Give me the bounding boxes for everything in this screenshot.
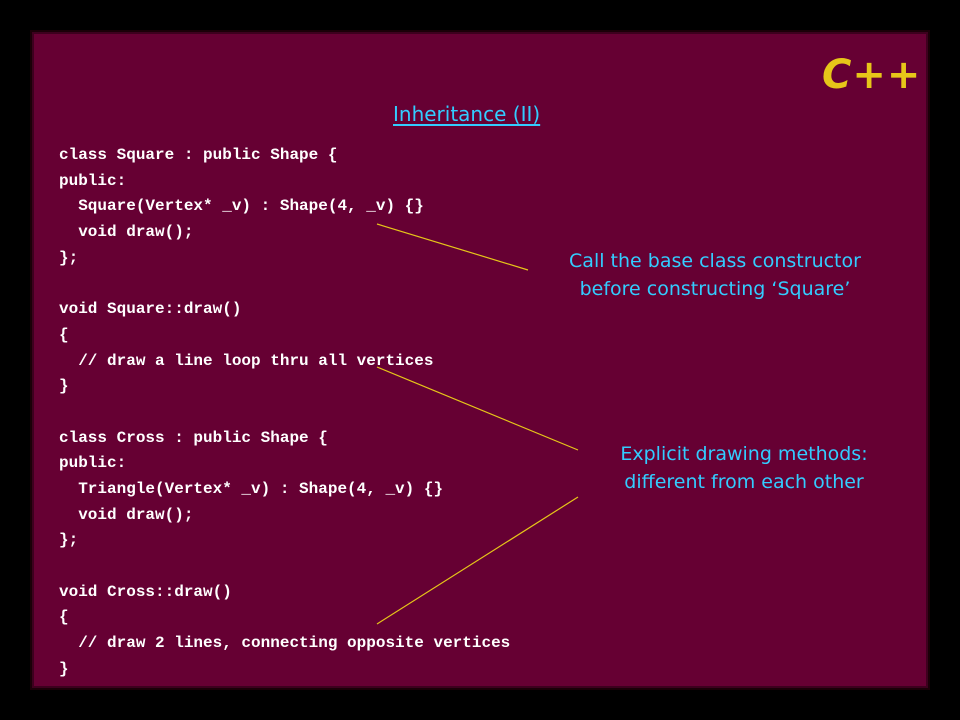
code-line: public:	[59, 454, 127, 473]
code-line: // draw a line loop thru all vertices	[59, 351, 434, 370]
code-line: Square(Vertex* _v) : Shape(4, _v) {}	[59, 197, 424, 216]
cpp-logo: C++	[822, 52, 922, 98]
code-line: }	[59, 377, 69, 396]
annotation-line: before constructing ‘Square’	[579, 278, 851, 300]
annotation-line: different from each other	[624, 471, 864, 493]
code-blank-line	[59, 400, 510, 426]
code-line: {	[59, 608, 69, 627]
code-line: class Square : public Shape {	[59, 146, 338, 164]
annotation-line: Call the base class constructor	[569, 250, 861, 272]
code-line: };	[59, 531, 79, 550]
code-line: public:	[59, 171, 127, 190]
code-line: void Square::draw()	[59, 300, 242, 319]
code-line: Triangle(Vertex* _v) : Shape(4, _v) {}	[59, 479, 444, 498]
code-blank-line	[59, 554, 510, 580]
code-line: void draw();	[59, 223, 194, 242]
slide-title-link[interactable]: Inheritance (II)	[393, 102, 541, 126]
code-line: }	[59, 659, 69, 678]
code-line: void draw();	[59, 505, 194, 524]
code-line: {	[59, 325, 69, 344]
code-block: class Square : public Shape { public: Squ…	[59, 143, 510, 682]
code-line: };	[59, 248, 79, 267]
code-blank-line	[59, 271, 510, 297]
annotation-line: Explicit drawing methods:	[620, 443, 868, 465]
code-line: void Cross::draw()	[59, 582, 232, 601]
annotation-base-constructor: Call the base class constructor before c…	[520, 247, 910, 303]
annotation-drawing-methods: Explicit drawing methods: different from…	[575, 440, 913, 496]
code-line: class Cross : public Shape {	[59, 428, 328, 447]
code-line: // draw 2 lines, connecting opposite ver…	[59, 634, 511, 653]
